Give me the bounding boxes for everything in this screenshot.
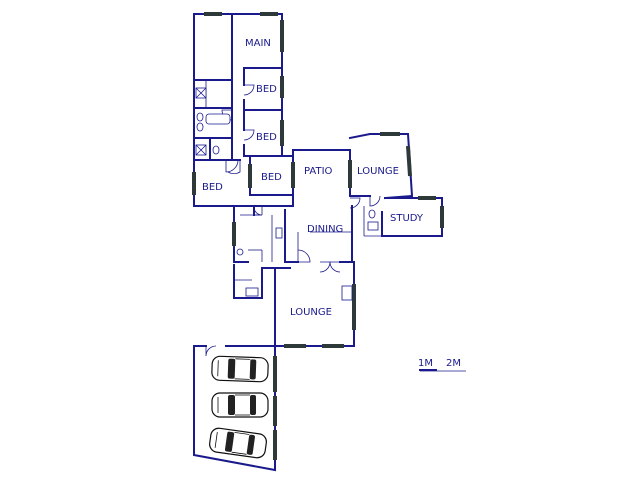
car-2	[211, 392, 269, 418]
door-swing	[253, 206, 263, 216]
room-label-bed: BED	[202, 182, 223, 193]
room-label-dining: DINING	[307, 224, 343, 235]
door-swing	[243, 129, 255, 141]
door-swing	[349, 197, 361, 209]
room-label-main: MAIN	[245, 38, 271, 49]
basin-icon	[367, 221, 379, 231]
fixtures	[195, 87, 379, 301]
door-swing	[243, 84, 255, 96]
window	[406, 145, 412, 177]
toilet-icon	[196, 112, 204, 122]
scale-mark-2m: 2M	[446, 358, 461, 369]
room-label-bed: BED	[261, 172, 282, 183]
bathtub-icon	[205, 113, 231, 125]
sink-icon	[245, 287, 259, 297]
toilet-icon	[368, 209, 376, 219]
basin-icon	[236, 248, 244, 256]
room-label-lounge: LOUNGE	[357, 166, 399, 177]
scale-mark-1m: 1M	[418, 358, 433, 369]
toilet-icon	[196, 122, 204, 132]
room-label-bed: BED	[256, 84, 277, 95]
car-1	[211, 355, 269, 383]
scale-bar: 1M 2M	[418, 358, 461, 371]
fireplace-icon	[341, 285, 353, 301]
door-swing	[329, 261, 341, 273]
windows	[192, 12, 444, 460]
door-swing	[319, 261, 331, 273]
room-label-study: STUDY	[390, 213, 424, 224]
door-swing	[297, 249, 311, 263]
door-swing	[369, 195, 381, 207]
car-3	[209, 427, 267, 459]
room-label-lounge: LOUNGE	[290, 307, 332, 318]
toilet-icon	[212, 145, 220, 155]
door-swing	[225, 159, 239, 173]
room-label-bed: BED	[256, 132, 277, 143]
room-label-patio: PATIO	[304, 166, 333, 177]
door-swing	[205, 345, 217, 357]
stove-icon	[275, 227, 283, 239]
door-swing	[227, 160, 241, 174]
room-labels: MAIN BED BED BED BED PATIO LOUNGE STUDY …	[202, 38, 424, 318]
